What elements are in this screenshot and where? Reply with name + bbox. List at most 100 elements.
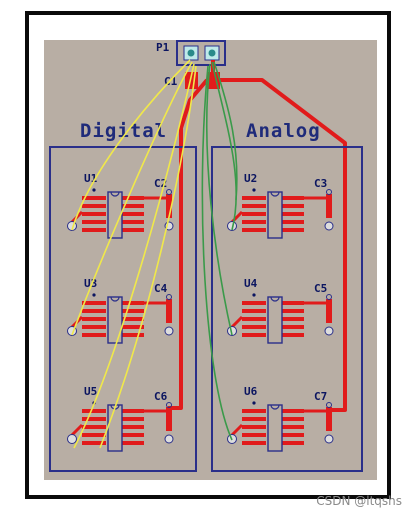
ic-pad bbox=[282, 309, 304, 313]
ic-body bbox=[267, 191, 283, 239]
ic-pad bbox=[122, 228, 144, 232]
ic-notch bbox=[110, 191, 120, 197]
ic-pad bbox=[242, 204, 266, 208]
ic-label: U5 bbox=[84, 385, 97, 398]
ic-pad bbox=[242, 425, 266, 429]
cap-pad bbox=[166, 299, 172, 323]
pin1-marker bbox=[252, 293, 256, 297]
ic-label: U4 bbox=[244, 277, 258, 290]
ic-pad bbox=[242, 433, 266, 437]
via bbox=[324, 221, 334, 231]
ic-pad bbox=[242, 196, 266, 200]
trace bbox=[230, 315, 244, 329]
cap-label: C5 bbox=[314, 282, 327, 295]
cap-pad bbox=[326, 299, 332, 323]
cap-marker bbox=[326, 402, 332, 408]
cap-marker bbox=[166, 294, 172, 300]
ic-pad bbox=[282, 325, 304, 329]
analog-zone bbox=[211, 146, 363, 472]
ic-pad bbox=[282, 196, 304, 200]
ic-pad bbox=[82, 441, 106, 445]
cap-pad bbox=[326, 194, 332, 218]
ic-pad bbox=[282, 417, 304, 421]
via bbox=[324, 434, 334, 444]
ic-body bbox=[267, 404, 283, 452]
board-substrate bbox=[44, 40, 377, 480]
watermark: CSDN @ltqshs bbox=[316, 494, 402, 508]
ic-label: U6 bbox=[244, 385, 258, 398]
ic-pad bbox=[282, 433, 304, 437]
ic-pad bbox=[122, 317, 144, 321]
ic-notch bbox=[270, 296, 280, 302]
ic-pad bbox=[282, 228, 304, 232]
ic-body bbox=[267, 296, 283, 344]
cap-label: C3 bbox=[314, 177, 327, 190]
ic-pad bbox=[82, 309, 106, 313]
ic-pad bbox=[82, 220, 106, 224]
ic-notch bbox=[110, 296, 120, 302]
ic-pad bbox=[82, 196, 106, 200]
ic-pad bbox=[282, 425, 304, 429]
ic-pad bbox=[82, 417, 106, 421]
cap-label: C7 bbox=[314, 390, 327, 403]
ic-body bbox=[107, 296, 123, 344]
ic-pad bbox=[242, 212, 266, 216]
ratsnest-yellow bbox=[71, 59, 197, 449]
cap-marker bbox=[166, 189, 172, 195]
ic-pad bbox=[122, 441, 144, 445]
digital-zone bbox=[49, 146, 197, 472]
ic-pad bbox=[122, 309, 144, 313]
digital-zone-label: Digital bbox=[80, 120, 167, 142]
cap-pad bbox=[166, 194, 172, 218]
cap-label: C4 bbox=[154, 282, 168, 295]
ic-notch bbox=[270, 191, 280, 197]
trace bbox=[70, 423, 84, 437]
ic-pad bbox=[82, 409, 106, 413]
ic-pad bbox=[122, 333, 144, 337]
trace bbox=[230, 423, 244, 437]
ic-pad bbox=[242, 220, 266, 224]
ic-pad bbox=[242, 417, 266, 421]
ic-pad bbox=[242, 309, 266, 313]
ic-body bbox=[107, 191, 123, 239]
ic-notch bbox=[270, 404, 280, 410]
connector-label: P1 bbox=[156, 41, 170, 54]
ic-pad bbox=[242, 441, 266, 445]
connector-p1: P1 bbox=[156, 40, 226, 66]
ic-pad bbox=[282, 204, 304, 208]
cap-label: C6 bbox=[154, 390, 168, 403]
analog-zone-label: Analog bbox=[246, 120, 321, 142]
ic-pad bbox=[122, 301, 144, 305]
cap-marker bbox=[326, 294, 332, 300]
ic-pad bbox=[82, 317, 106, 321]
via bbox=[164, 326, 174, 336]
ic-pad bbox=[122, 425, 144, 429]
pin1-marker bbox=[252, 401, 256, 405]
ic-pad bbox=[82, 204, 106, 208]
ic-pad bbox=[122, 433, 144, 437]
ic-pad bbox=[122, 212, 144, 216]
ic-pad bbox=[82, 325, 106, 329]
ic-pad bbox=[122, 204, 144, 208]
ic-pad bbox=[82, 301, 106, 305]
ic-pad bbox=[242, 409, 266, 413]
cap-pad bbox=[326, 407, 332, 431]
ic-pad bbox=[82, 333, 106, 337]
ic-pad bbox=[82, 212, 106, 216]
ic-pad bbox=[282, 333, 304, 337]
pin1-marker bbox=[92, 188, 96, 192]
ic-pad bbox=[122, 417, 144, 421]
ic-pad bbox=[282, 301, 304, 305]
ic-pad bbox=[242, 301, 266, 305]
ic-pad bbox=[282, 212, 304, 216]
ic-pad bbox=[242, 317, 266, 321]
ic-pad bbox=[282, 441, 304, 445]
ic-pad bbox=[282, 220, 304, 224]
ic-pad bbox=[82, 425, 106, 429]
analog-part-group: U4 C5 bbox=[227, 277, 334, 344]
ic-pad bbox=[282, 317, 304, 321]
ic-pad bbox=[122, 196, 144, 200]
ic-pad bbox=[122, 325, 144, 329]
